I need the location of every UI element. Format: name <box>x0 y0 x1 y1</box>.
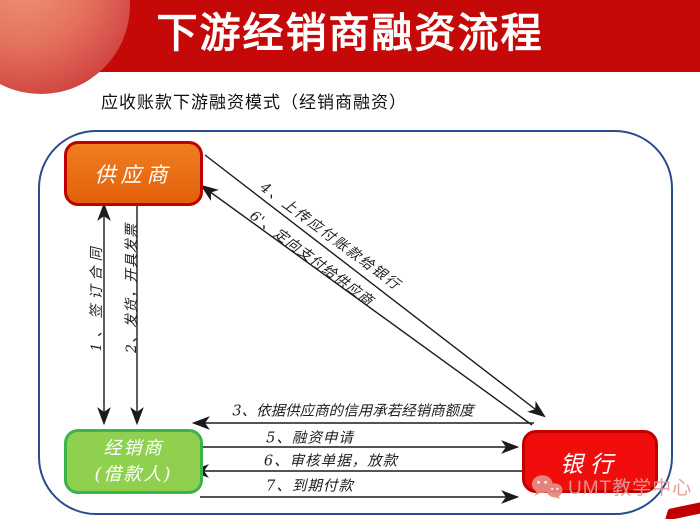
flow-label-review-loan: 6、审核单据，放款 <box>263 453 399 470</box>
header-bar: 下游经销商融资流程 <box>0 0 700 94</box>
flow-label-ship-goods: 2、发货，开具发票 <box>124 223 140 353</box>
page-title: 下游经销商融资流程 <box>156 10 544 56</box>
flow-label-financing-apply: 5、融资申请 <box>266 430 354 447</box>
corner-swoosh-decoration <box>664 499 700 519</box>
node-supplier: 供应商 <box>64 141 203 206</box>
node-dealer-label-line2: (借款人) <box>94 463 173 485</box>
flow-label-maturity-payment: 7、到期付款 <box>266 478 354 495</box>
wechat-icon <box>531 475 563 499</box>
node-supplier-label: 供应商 <box>94 162 173 187</box>
watermark-text: UMT教学中心 <box>568 478 693 499</box>
flow-label-sign-contract: 1、签订合同 <box>89 242 105 352</box>
node-dealer-label-line1: 经销商 <box>103 437 164 459</box>
node-bank-label: 银行 <box>560 451 620 478</box>
watermark: UMT教学中心 <box>531 473 692 500</box>
flow-label-credit-line: 3、依据供应商的信用承若经销商额度 <box>232 403 474 420</box>
node-dealer: 经销商 (借款人) <box>64 429 203 494</box>
diagram-subtitle: 应收账款下游融资模式（经销商融资） <box>101 93 407 112</box>
